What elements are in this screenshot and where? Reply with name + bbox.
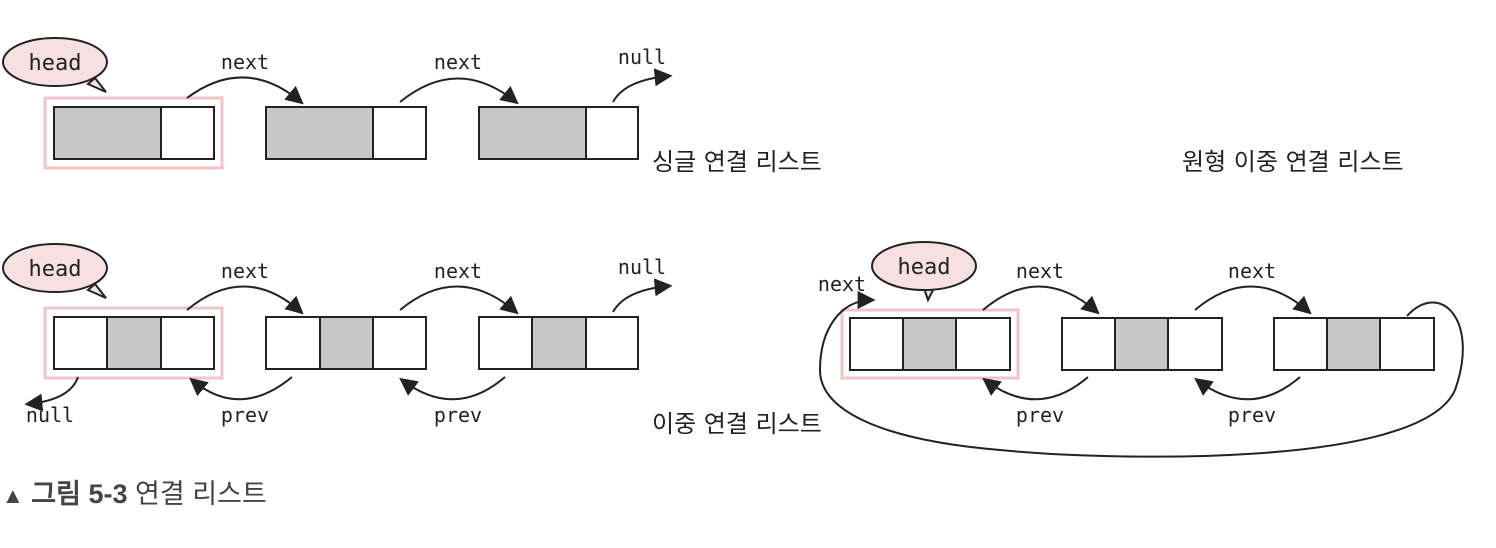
head-label: head	[29, 51, 82, 76]
head-label: head	[29, 257, 82, 282]
circular-list-title: 원형 이중 연결 리스트	[1182, 148, 1404, 176]
next-label: next	[221, 259, 269, 283]
singly-list-title: 싱글 연결 리스트	[652, 148, 822, 176]
prev-label: prev	[434, 403, 482, 427]
figure-caption: ▲ 그림 5-3 연결 리스트	[2, 472, 267, 511]
next-cell	[955, 317, 1011, 371]
doubly-node-2	[265, 316, 427, 370]
prev-cell	[53, 316, 108, 370]
data-cell	[1114, 317, 1169, 371]
prev-cell	[1061, 317, 1116, 371]
next-cell	[160, 316, 215, 370]
linked-list-diagram: head next next null 싱글 연결 리스트	[2, 37, 1464, 458]
circular-doubly-linked-list: 원형 이중 연결 리스트 head next next pre	[818, 148, 1464, 458]
figure-number: 그림 5-3	[31, 479, 128, 509]
head-highlight	[840, 308, 1020, 380]
singly-linked-list: head next next null 싱글 연결 리스트	[2, 37, 822, 176]
next-arrow	[186, 76, 304, 105]
prev-label: prev	[1016, 403, 1064, 427]
next-cell	[160, 106, 215, 160]
doubly-list-title: 이중 연결 리스트	[652, 410, 822, 438]
prev-arrow	[1194, 376, 1301, 401]
null-arrow	[612, 68, 673, 103]
null-label: null	[26, 403, 74, 427]
prev-cell	[1273, 317, 1328, 371]
data-cell	[265, 106, 374, 160]
singly-node-2	[265, 106, 427, 160]
next-arrow	[399, 77, 519, 105]
head-highlight	[43, 96, 224, 170]
next-arrow	[186, 285, 304, 315]
prev-cell	[478, 316, 533, 370]
data-cell	[478, 106, 587, 160]
next-arrow	[1194, 285, 1312, 315]
prev-arrow	[189, 376, 293, 401]
next-label: next	[434, 50, 482, 74]
doubly-linked-list: head next next null null prev	[2, 243, 822, 438]
doubly-node-3	[478, 316, 639, 370]
prev-cell	[265, 316, 321, 370]
next-cell	[372, 106, 427, 160]
circular-next-arrow	[818, 291, 1464, 458]
next-cell	[1167, 317, 1223, 371]
prev-null-arrow	[24, 376, 79, 412]
data-cell	[53, 106, 162, 160]
next-label: next	[1016, 259, 1064, 283]
next-arrow	[982, 285, 1100, 315]
data-cell	[902, 317, 957, 371]
next-cell	[585, 316, 639, 370]
circular-node-3	[1273, 317, 1435, 371]
next-cell	[372, 316, 427, 370]
next-label: next	[1228, 259, 1276, 283]
next-label: next	[818, 272, 866, 296]
singly-node-3	[478, 106, 639, 160]
head-bubble: head	[2, 243, 108, 299]
figure-title: 연결 리스트	[135, 479, 267, 509]
head-bubble: head	[871, 241, 977, 303]
doubly-node-1	[53, 316, 215, 370]
head-label: head	[898, 255, 951, 280]
next-label: next	[434, 259, 482, 283]
triangle-icon: ▲	[2, 483, 24, 508]
next-cell	[1379, 317, 1435, 371]
null-label: null	[618, 45, 666, 69]
data-cell	[106, 316, 162, 370]
next-arrow	[399, 285, 519, 315]
null-label: null	[618, 255, 666, 279]
prev-arrow	[982, 376, 1089, 401]
prev-label: prev	[1228, 403, 1276, 427]
circular-node-1	[849, 317, 1011, 371]
data-cell	[1326, 317, 1381, 371]
prev-cell	[849, 317, 904, 371]
head-bubble: head	[2, 37, 108, 93]
head-highlight	[43, 306, 224, 380]
prev-arrow	[399, 376, 506, 401]
singly-node-1	[53, 106, 215, 160]
circular-node-2	[1061, 317, 1223, 371]
null-arrow	[612, 278, 673, 313]
next-label: next	[221, 50, 269, 74]
data-cell	[319, 316, 374, 370]
next-cell	[585, 106, 639, 160]
data-cell	[531, 316, 587, 370]
prev-label: prev	[221, 403, 269, 427]
